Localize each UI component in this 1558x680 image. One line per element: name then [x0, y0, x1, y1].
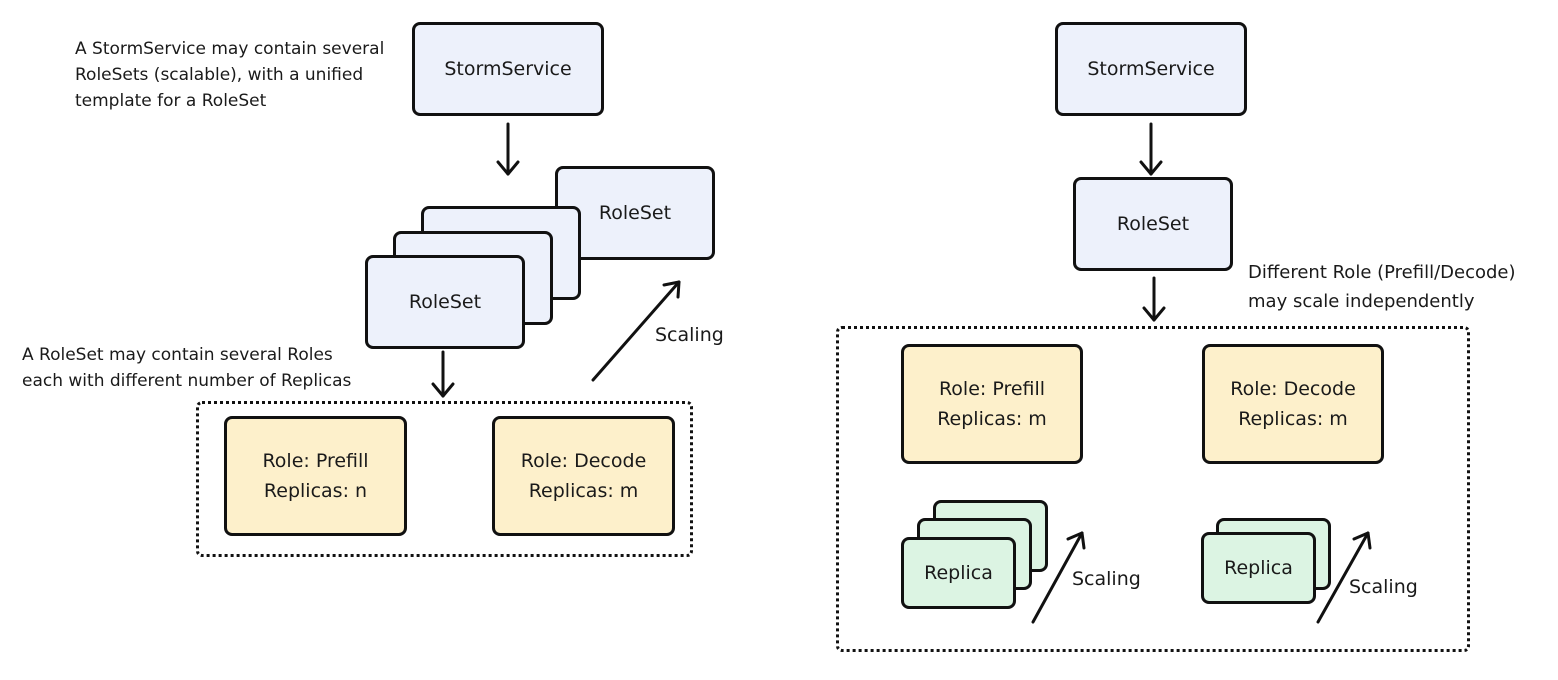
replica-box-left: Replica: [901, 537, 1016, 609]
stormservice-label: StormService: [444, 58, 572, 80]
role-prefill-box-right: Role: Prefill Replicas: m: [901, 344, 1083, 464]
independent-scale-note: Different Role (Prefill/Decode) may scal…: [1248, 262, 1516, 312]
scaling-label-replica-left: Scaling: [1072, 568, 1141, 590]
roleset-front-label: RoleSet: [408, 291, 482, 313]
roleset-box-scaled: RoleSet: [555, 166, 715, 260]
arrow-scaling-roleset: [591, 280, 681, 382]
stormservice-note: A StormService may contain several RoleS…: [75, 39, 385, 111]
arrow-stormservice-to-roleset-right: [1139, 122, 1163, 176]
roleset-note: A RoleSet may contain several Roles each…: [22, 345, 352, 391]
scaling-label-left: Scaling: [655, 324, 724, 346]
arrow-roleset-to-roles-right: [1142, 276, 1166, 322]
replica-label-right: Replica: [1224, 557, 1293, 579]
role-decode-box-right: Role: Decode Replicas: m: [1202, 344, 1384, 464]
roleset-box-front: RoleSet: [365, 255, 525, 349]
role-prefill-box-left: Role: Prefill Replicas: n: [224, 416, 407, 536]
role-decode-box-left: Role: Decode Replicas: m: [492, 416, 675, 536]
roleset-scaled-label: RoleSet: [598, 202, 672, 224]
arrow-scaling-replica-right: [1316, 531, 1372, 624]
roles-group-right: [836, 326, 1470, 652]
roleset-label-right: RoleSet: [1116, 213, 1190, 235]
arrow-scaling-replica-left: [1031, 531, 1086, 624]
stormservice-box-right: StormService: [1055, 22, 1247, 116]
stormservice-label-right: StormService: [1087, 58, 1215, 80]
scaling-label-replica-right: Scaling: [1349, 576, 1418, 598]
replica-label-left: Replica: [924, 562, 993, 584]
arrow-stormservice-to-roleset-left: [496, 122, 520, 176]
replica-box-right: Replica: [1201, 532, 1316, 604]
arrow-roleset-to-roles-left: [431, 350, 455, 398]
roleset-box-right: RoleSet: [1073, 177, 1233, 271]
roles-group-left: [196, 401, 693, 557]
stormservice-box: StormService: [412, 22, 604, 116]
